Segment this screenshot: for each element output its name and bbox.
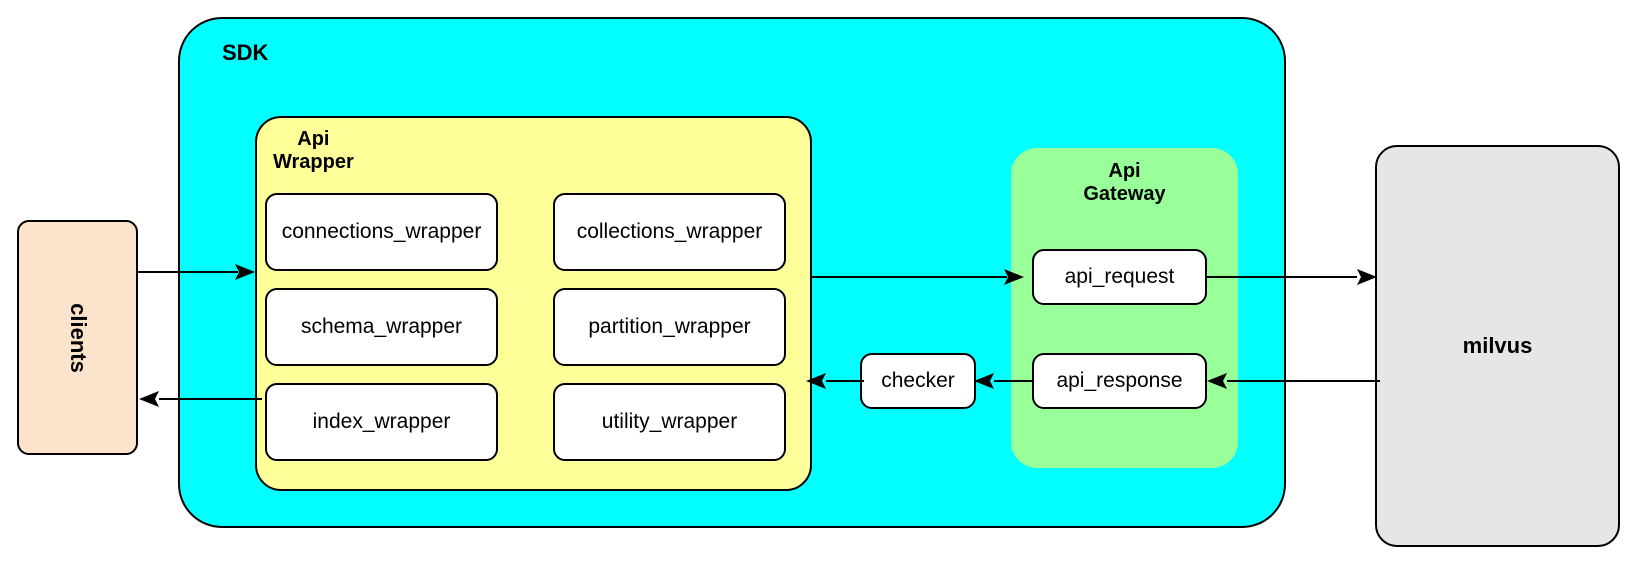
edge-api-response-to-checker <box>974 367 1034 395</box>
api-request-label: api_request <box>1064 265 1175 288</box>
api-wrapper-label: Api Wrapper <box>273 128 354 173</box>
node-partition-wrapper[interactable]: partition_wrapper <box>553 288 786 366</box>
node-api-request[interactable]: api_request <box>1032 249 1207 305</box>
node-checker[interactable]: checker <box>860 353 976 409</box>
node-schema-wrapper[interactable]: schema_wrapper <box>265 288 498 366</box>
sdk-label: SDK <box>222 40 269 65</box>
edge-sdk-to-clients <box>137 385 262 413</box>
edge-api-wrapper-to-api-gateway <box>812 263 1027 291</box>
node-collections-wrapper[interactable]: collections_wrapper <box>553 193 786 271</box>
milvus-label: milvus <box>1462 333 1533 358</box>
edge-api-request-to-milvus <box>1207 263 1379 291</box>
group-api-gateway[interactable]: Api Gateway <box>1011 148 1238 468</box>
node-index-wrapper[interactable]: index_wrapper <box>265 383 498 461</box>
connections-wrapper-label: connections_wrapper <box>281 220 482 243</box>
api-gateway-label: Api Gateway <box>1083 160 1166 205</box>
collections-wrapper-label: collections_wrapper <box>576 220 763 243</box>
clients-label: clients <box>65 302 91 373</box>
index-wrapper-label: index_wrapper <box>312 410 451 433</box>
node-api-response[interactable]: api_response <box>1032 353 1207 409</box>
edge-clients-to-api-wrapper <box>138 258 258 286</box>
node-connections-wrapper[interactable]: connections_wrapper <box>265 193 498 271</box>
partition-wrapper-label: partition_wrapper <box>588 315 751 338</box>
edge-milvus-to-api-response <box>1205 367 1380 395</box>
node-clients[interactable]: clients <box>17 220 138 455</box>
checker-label: checker <box>881 369 955 392</box>
utility-wrapper-label: utility_wrapper <box>601 410 738 433</box>
edge-checker-to-api-wrapper <box>806 367 864 395</box>
node-utility-wrapper[interactable]: utility_wrapper <box>553 383 786 461</box>
schema-wrapper-label: schema_wrapper <box>300 315 463 338</box>
api-response-label: api_response <box>1056 369 1183 392</box>
node-milvus[interactable]: milvus <box>1375 145 1620 547</box>
